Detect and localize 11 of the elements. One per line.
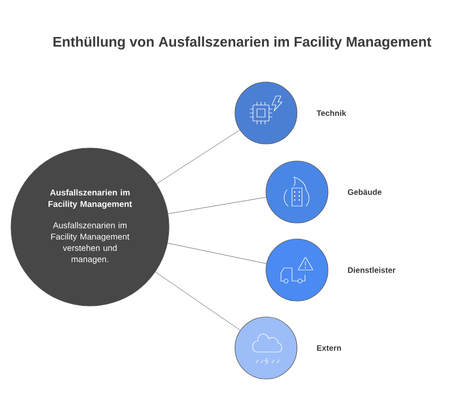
category-label: Dienstleister: [348, 267, 396, 273]
connector-line: [155, 272, 240, 330]
circle-description: Ausfallszenarien im Facility Management verstehen und managen.: [51, 222, 130, 264]
category-label: Technik: [316, 110, 346, 116]
connector-line: [156, 130, 240, 184]
connector-line: [168, 196, 266, 214]
category-label: Gebäude: [348, 189, 382, 195]
title: Enthüllung von Ausfallszenarien im Facility Management: [54, 36, 432, 50]
category-label: Extern: [317, 345, 341, 351]
connector-line: [167, 242, 267, 264]
circle-heading: Ausfallszenarien im Facility Management: [48, 189, 132, 209]
